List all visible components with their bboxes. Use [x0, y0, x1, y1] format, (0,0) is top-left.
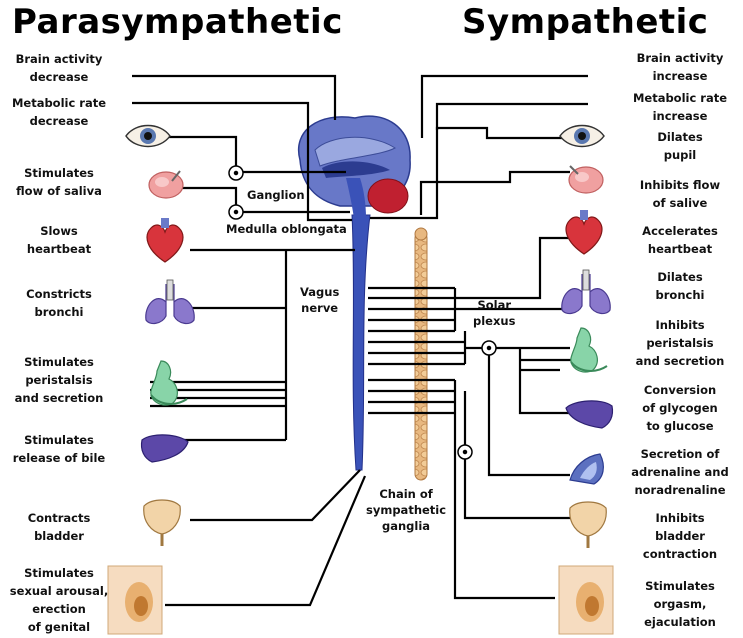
genital-icon	[559, 566, 613, 634]
salivary-gland-icon	[149, 171, 183, 198]
left-label-bladder: Contracts bladder	[0, 509, 118, 545]
liver-icon	[141, 435, 188, 462]
bladder-icon	[570, 502, 607, 548]
stomach-icon	[571, 328, 607, 372]
brain-icon	[299, 116, 411, 218]
salivary-gland-icon	[569, 166, 603, 193]
heart-icon	[147, 218, 183, 262]
right-label-saliva: Inhibits flow of salive	[625, 176, 735, 212]
heart-icon	[566, 210, 602, 254]
spinal-cord-icon	[352, 215, 370, 470]
left-label-sexual-arousal: Stimulates sexual arousal, erection of g…	[0, 564, 118, 636]
label-medulla-oblongata: Medulla oblongata	[226, 221, 347, 237]
right-label-peristalsis: Inhibits peristalsis and secretion	[625, 316, 735, 370]
liver-icon	[566, 401, 613, 428]
adrenal-gland-icon	[570, 454, 603, 484]
right-label-metabolic-rate: Metabolic rate increase	[625, 89, 735, 125]
bladder-icon	[144, 500, 181, 546]
left-label-peristalsis: Stimulates peristalsis and secretion	[0, 353, 118, 407]
label-vagus-nerve: Vagus nerve	[300, 284, 339, 316]
left-label-saliva: Stimulates flow of saliva	[0, 164, 118, 200]
right-label-glycogen: Conversion of glycogen to glucose	[625, 381, 735, 435]
lungs-icon	[562, 270, 610, 313]
right-label-heartbeat: Accelerates heartbeat	[625, 222, 735, 258]
left-label-metabolic-rate: Metabolic rate decrease	[0, 94, 118, 130]
eye-icon	[126, 126, 170, 147]
label-chain-sympathetic-ganglia: Chain of sympathetic ganglia	[366, 486, 446, 534]
label-solar-plexus: Solar plexus	[473, 297, 515, 329]
left-label-bile: Stimulates release of bile	[0, 431, 118, 467]
label-ganglion: Ganglion	[247, 187, 305, 203]
left-label-heartbeat: Slows heartbeat	[0, 222, 118, 258]
lungs-icon	[146, 280, 194, 323]
eye-icon	[560, 126, 604, 147]
left-label-bronchi: Constricts bronchi	[0, 285, 118, 321]
right-label-pupil: Dilates pupil	[625, 128, 735, 164]
right-label-brain-activity: Brain activity increase	[625, 49, 735, 85]
left-label-brain-activity: Brain activity decrease	[0, 50, 118, 86]
right-label-orgasm: Stimulates orgasm, ejaculation	[625, 577, 735, 631]
right-label-adrenaline: Secretion of adrenaline and noradrenalin…	[625, 445, 735, 499]
right-label-bladder: Inhibits bladder contraction	[625, 509, 735, 563]
right-label-bronchi: Dilates bronchi	[625, 268, 735, 304]
